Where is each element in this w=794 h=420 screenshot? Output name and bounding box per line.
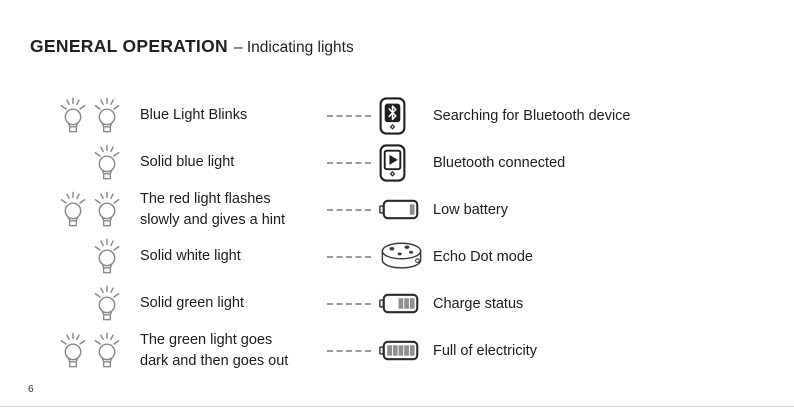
bulb-icons: [0, 96, 128, 135]
page-number: 6: [28, 384, 34, 395]
page-title: GENERAL OPERATION – Indicating lights: [30, 36, 354, 57]
dashed-connector: [327, 349, 371, 352]
light-bulb-icon: [91, 96, 123, 135]
smartphone-play-icon: [379, 144, 406, 182]
bulb-icons: [0, 190, 128, 229]
light-state-label: The green light goes dark and then goes …: [140, 331, 289, 369]
meaning-label: Searching for Bluetooth device: [433, 107, 631, 124]
bulb-icons: [0, 331, 128, 370]
dashed-connector: [327, 302, 371, 305]
light-state-label: Solid green light: [140, 295, 244, 312]
light-state-label: Solid white light: [140, 248, 241, 265]
dashed-connector: [327, 255, 371, 258]
table-row: Solid blue light Bluetooth connected: [0, 139, 794, 186]
page-title-subtitle: – Indicating lights: [233, 39, 354, 56]
meaning-label: Low battery: [433, 201, 508, 218]
echo-dot-icon: [379, 241, 424, 272]
bulb-icons: [0, 284, 128, 323]
dashed-connector: [327, 161, 371, 164]
light-bulb-icon: [91, 237, 123, 276]
meaning-label: Charge status: [433, 295, 524, 312]
light-bulb-icon: [91, 284, 123, 323]
page-bottom-rule: [0, 406, 794, 407]
battery-charging-icon: [379, 293, 419, 314]
light-bulb-icon: [91, 190, 123, 229]
table-row: Solid green light Charge status: [0, 280, 794, 327]
table-row: Solid white light Echo Dot mode: [0, 233, 794, 280]
meaning-label: Bluetooth connected: [433, 154, 566, 171]
dashed-connector: [327, 208, 371, 211]
table-row: The red light flashes slowly and gives a…: [0, 186, 794, 233]
meaning-label: Echo Dot mode: [433, 248, 533, 265]
light-state-label: Blue Light Blinks: [140, 107, 248, 124]
light-bulb-icon: [91, 331, 123, 370]
light-bulb-icon: [57, 190, 89, 229]
indicator-table: Blue Light Blinks Searching for Bluetoot…: [0, 92, 794, 374]
table-row: Blue Light Blinks Searching for Bluetoot…: [0, 92, 794, 139]
page-title-bold: GENERAL OPERATION: [30, 36, 228, 56]
light-bulb-icon: [91, 143, 123, 182]
light-bulb-icon: [57, 96, 89, 135]
bulb-icons: [0, 143, 128, 182]
light-state-label: Solid blue light: [140, 154, 235, 171]
light-state-label: The red light flashes slowly and gives a…: [140, 190, 286, 228]
dashed-connector: [327, 114, 371, 117]
meaning-label: Full of electricity: [433, 342, 537, 359]
battery-low-icon: [379, 199, 419, 220]
bulb-icons: [0, 237, 128, 276]
light-bulb-icon: [57, 331, 89, 370]
table-row: The green light goes dark and then goes …: [0, 327, 794, 374]
smartphone-bluetooth-icon: [379, 97, 406, 135]
battery-full-icon: [379, 340, 419, 361]
